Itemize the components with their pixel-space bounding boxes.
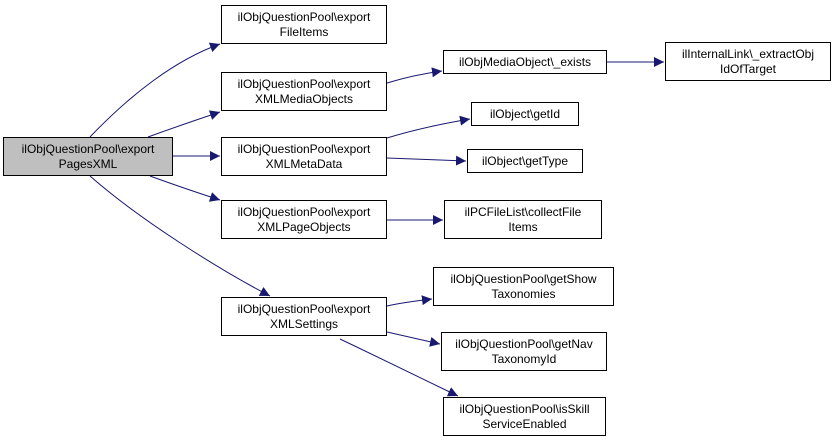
node-label-line2: Taxonomies [491, 286, 556, 301]
node-label-line2: PagesXML [58, 156, 118, 171]
node-export-xml-settings[interactable]: ilObjQuestionPool\export XMLSettings [221, 297, 387, 336]
node-export-xml-page-objects[interactable]: ilObjQuestionPool\export XMLPageObjects [221, 200, 387, 239]
node-label-line1: ilObjMediaObject\_exists [458, 54, 592, 69]
node-label-line1: ilObject\getId [489, 106, 561, 121]
node-export-xml-media-objects[interactable]: ilObjQuestionPool\export XMLMediaObjects [221, 72, 387, 111]
node-label-line1: ilObjQuestionPool\export [237, 301, 371, 316]
node-label-line1: ilObjQuestionPool\export [237, 76, 371, 91]
node-label-line1: ilObjQuestionPool\export [237, 9, 371, 24]
node-object-get-id[interactable]: ilObject\getId [471, 102, 579, 126]
node-label-line2: XMLMediaObjects [254, 91, 354, 106]
node-label-line1: ilObjQuestionPool\export [21, 141, 155, 156]
node-label-line1: ilInternalLink\_extractObj [681, 46, 815, 61]
node-label-line2: ServiceEnabled [482, 416, 567, 431]
node-label-line1: ilPCFileList\collectFile [464, 204, 582, 219]
node-export-xml-meta-data[interactable]: ilObjQuestionPool\export XMLMetaData [221, 137, 387, 176]
edge-root-to-export-file-items [89, 42, 221, 138]
edge-meta-data-to-get-type [386, 155, 467, 166]
edge-settings-to-is-skill-service-enabled [339, 338, 459, 397]
edge-settings-to-get-nav-taxonomy-id [386, 331, 441, 347]
node-object-get-type[interactable]: ilObject\getType [467, 149, 583, 173]
node-extract-obj-id-of-target[interactable]: ilInternalLink\_extractObj IdOfTarget [665, 42, 831, 81]
node-collect-file-items[interactable]: ilPCFileList\collectFile Items [444, 200, 602, 239]
node-label-line2: XMLSettings [269, 316, 339, 331]
node-label-line2: IdOfTarget [719, 61, 777, 76]
node-export-pages-xml[interactable]: ilObjQuestionPool\export PagesXML [3, 137, 173, 176]
node-media-object-exists[interactable]: ilObjMediaObject\_exists [443, 50, 607, 74]
edge-root-to-export-settings [89, 175, 271, 297]
node-label-line2: Items [508, 219, 538, 234]
node-label-line2: XMLPageObjects [257, 219, 351, 234]
node-export-file-items[interactable]: ilObjQuestionPool\export FileItems [221, 5, 387, 44]
node-label-line2: XMLMetaData [265, 156, 343, 171]
edge-meta-data-to-get-id [386, 115, 471, 139]
node-label-line1: ilObjQuestionPool\getNav [455, 336, 593, 351]
node-label-line2: FileItems [279, 24, 329, 39]
node-label-line1: ilObjQuestionPool\export [237, 204, 371, 219]
node-get-nav-taxonomy-id[interactable]: ilObjQuestionPool\getNav TaxonomyId [441, 332, 607, 371]
node-label-line1: ilObjQuestionPool\isSkill [459, 401, 590, 416]
node-label-line2: TaxonomyId [491, 351, 557, 366]
node-get-show-taxonomies[interactable]: ilObjQuestionPool\getShow Taxonomies [433, 267, 614, 306]
edge-root-to-export-page-objects [149, 175, 221, 202]
node-label-line1: ilObjQuestionPool\export [237, 141, 371, 156]
node-label-line1: ilObjQuestionPool\getShow [450, 271, 597, 286]
edge-settings-to-get-show-taxonomies [386, 295, 433, 307]
node-label-line1: ilObject\getType [481, 153, 569, 168]
edge-root-to-export-media-objects [147, 110, 221, 138]
edge-media-objects-to-exists [386, 67, 443, 84]
node-is-skill-service-enabled[interactable]: ilObjQuestionPool\isSkill ServiceEnabled [443, 397, 606, 436]
